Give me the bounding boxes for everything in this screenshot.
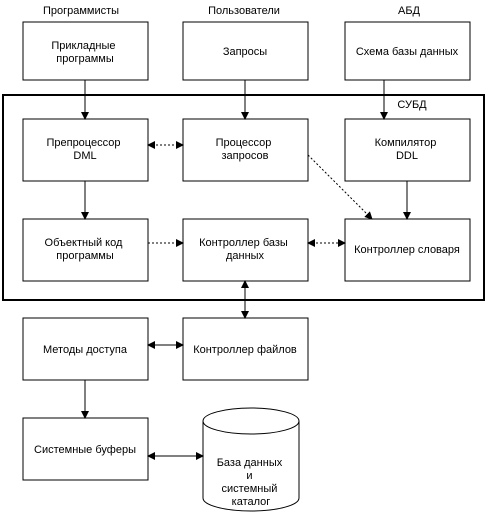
label-dict-controller: Контроллер словаря — [354, 244, 460, 256]
database-cylinder — [202, 407, 300, 512]
box-db-controller — [182, 218, 309, 282]
arrow-queryproc-dict — [307, 154, 373, 220]
box-query-processor — [182, 118, 309, 182]
label-object-code: Объектный код программы — [45, 237, 126, 262]
label-app-programs: Прикладные программы — [51, 40, 118, 65]
label-db-controller: Контроллер базы данных — [199, 237, 291, 262]
label-db-schema: Схема базы данных — [356, 46, 459, 58]
header-dba: АБД — [398, 5, 421, 17]
label-database: База данных и системный каталог — [217, 457, 286, 508]
label-access-methods: Методы доступа — [43, 344, 128, 356]
header-programmers: Программисты — [43, 5, 119, 17]
box-db-schema — [344, 21, 471, 81]
label-file-controller: Контроллер файлов — [193, 344, 297, 356]
box-system-buffers — [22, 417, 149, 481]
box-app-programs — [22, 21, 149, 81]
label-dml-preprocessor: Препроцессор DML — [46, 137, 123, 162]
box-dict-controller — [344, 218, 471, 282]
label-queries: Запросы — [223, 46, 267, 58]
box-access-methods — [22, 317, 149, 381]
dbms-label: СУБД — [397, 99, 427, 111]
label-query-processor: Процессор запросов — [216, 137, 275, 162]
label-system-buffers: Системные буферы — [34, 444, 136, 456]
box-queries — [182, 21, 309, 81]
header-users: Пользователи — [208, 5, 280, 17]
label-ddl-compiler: Компилятор DDL — [375, 137, 440, 162]
box-dml-preprocessor — [22, 118, 149, 182]
box-file-controller — [182, 317, 309, 381]
